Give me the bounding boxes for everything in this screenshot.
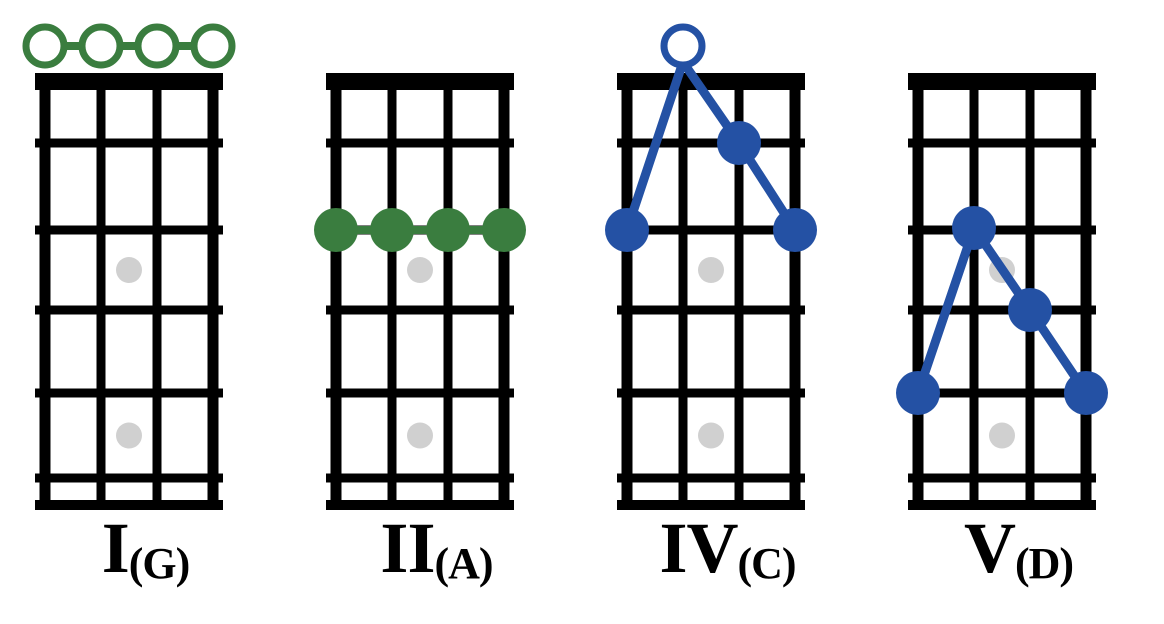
finger-markers xyxy=(22,23,236,69)
chord-diagram-i: I(G) xyxy=(0,0,291,624)
fretted-dot-string-3 xyxy=(717,121,761,165)
open-string-marker-3 xyxy=(134,23,180,69)
fretboard-v xyxy=(896,73,1108,510)
finger-connector-1 xyxy=(913,223,979,398)
finger-connector-1 xyxy=(622,57,688,235)
fretted-dot-string-1 xyxy=(314,208,358,252)
inlay-dot-2 xyxy=(407,422,433,449)
inlay-dot-2 xyxy=(698,422,724,449)
nut xyxy=(326,73,514,90)
fret-inlays xyxy=(116,257,142,449)
chord-degree-numeral: I xyxy=(101,508,130,588)
chord-diagram-v: V(D) xyxy=(873,0,1164,624)
nut xyxy=(908,73,1096,90)
fretboard-ii xyxy=(314,73,526,510)
chord-label-ii: II(A) xyxy=(291,512,582,586)
fretted-dot-string-4 xyxy=(1064,371,1108,415)
fretboard-iv xyxy=(605,23,817,510)
chord-label-v: V(D) xyxy=(873,512,1164,586)
finger-markers xyxy=(605,23,817,252)
chord-degree-numeral: II xyxy=(380,508,435,588)
chord-note-name: (G) xyxy=(128,539,191,588)
chord-label-iv: IV(C) xyxy=(582,512,873,586)
chord-diagram-iv: IV(C) xyxy=(582,0,873,624)
open-string-marker-2 xyxy=(78,23,124,69)
chord-degree-numeral: IV xyxy=(659,508,738,588)
fretted-dot-string-2 xyxy=(370,208,414,252)
finger-markers xyxy=(314,208,526,252)
fretboard-i xyxy=(22,23,236,510)
chord-note-name: (A) xyxy=(434,539,493,588)
inlay-dot-2 xyxy=(116,422,142,449)
open-string-marker-4 xyxy=(190,23,236,69)
fretted-dot-string-4 xyxy=(773,208,817,252)
fretted-dot-string-3 xyxy=(426,208,470,252)
inlay-dot-2 xyxy=(989,422,1015,449)
nut xyxy=(35,73,223,90)
fretboard-grid xyxy=(326,73,514,510)
fretted-dot-string-4 xyxy=(482,208,526,252)
fretted-dot-string-2 xyxy=(952,206,996,250)
chord-degree-numeral: V xyxy=(963,508,1016,588)
fretted-dot-string-1 xyxy=(896,371,940,415)
fret-inlays xyxy=(698,257,724,449)
chord-label-i: I(G) xyxy=(0,512,291,586)
inlay-dot-1 xyxy=(407,257,433,283)
nut xyxy=(617,73,805,90)
inlay-dot-1 xyxy=(116,257,142,283)
fretboard-grid xyxy=(908,73,1096,510)
open-string-marker-1 xyxy=(22,23,68,69)
open-string-marker-2 xyxy=(660,23,706,69)
chord-diagram-ii: II(A) xyxy=(291,0,582,624)
inlay-dot-1 xyxy=(698,257,724,283)
finger-markers xyxy=(896,206,1108,415)
chord-note-name: (D) xyxy=(1014,539,1074,588)
fret-inlays xyxy=(407,257,433,449)
fretted-dot-string-1 xyxy=(605,208,649,252)
fretted-dot-string-3 xyxy=(1008,288,1052,332)
fretboard-grid xyxy=(35,73,223,510)
chord-note-name: (C) xyxy=(737,539,796,588)
